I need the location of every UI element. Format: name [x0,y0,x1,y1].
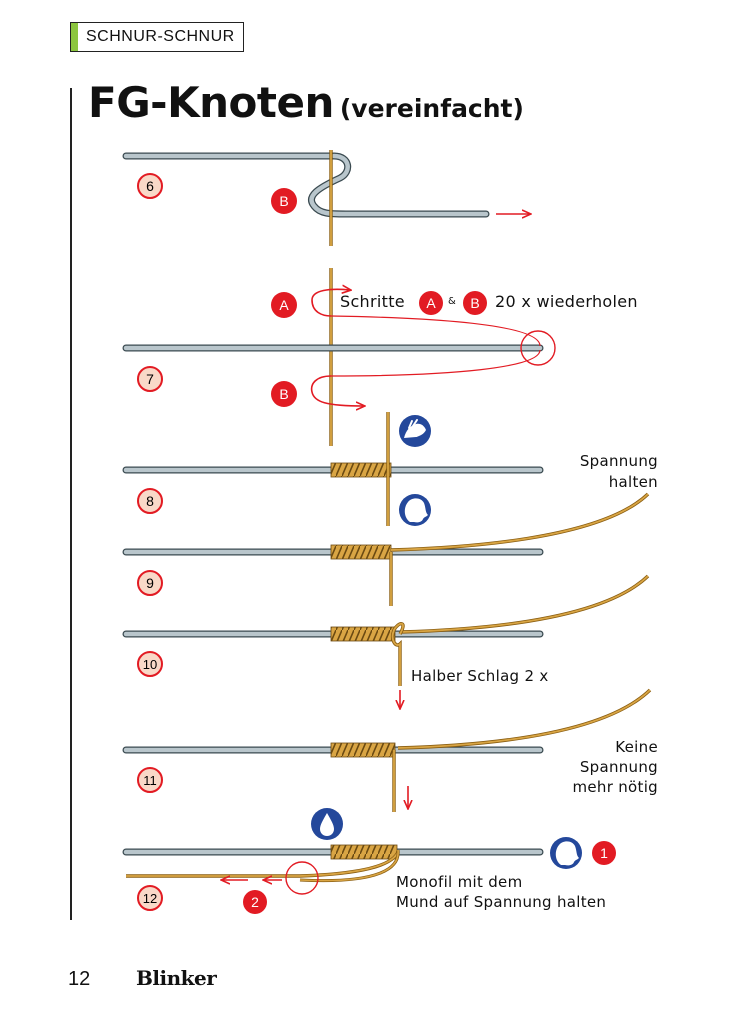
marker-b-inline: B [463,291,487,315]
title-sub: (vereinfacht) [339,94,524,123]
step11-note: Keine Spannung mehr nötig [520,738,658,796]
page-title: FG-Knoten(vereinfacht) [88,78,524,127]
step12-note: Monofil mit dem Mund auf Spannung halten [396,873,606,911]
step-badge-7: 7 [137,366,163,392]
marker-2: 2 [243,890,267,914]
letter-markers: B A B A B 1 2 [243,188,616,914]
step-8-drawing [122,412,544,526]
marker-a-inline: A [419,291,443,315]
marker-b-step6: B [271,188,297,214]
step-12-drawing [122,844,544,895]
svg-text:A: A [426,295,436,311]
step-badge-9: 9 [137,570,163,596]
step8-note: Spannung halten [540,452,658,491]
brand-logo: Blinker [136,966,217,990]
svg-text:B: B [470,295,479,311]
svg-text:6: 6 [146,178,154,194]
svg-text:10: 10 [143,657,157,672]
svg-text:12: 12 [143,891,157,906]
svg-text:A: A [279,297,289,313]
step7-suffix: 20 x wiederholen [495,292,638,311]
section-tag-label: SCHNUR-SCHNUR [86,28,235,45]
marker-1: 1 [592,841,616,865]
step-badge-8: 8 [137,488,163,514]
page-number: 12 [68,968,91,990]
svg-text:1: 1 [600,845,608,861]
step-badges: 6 7 8 9 10 11 12 [137,173,163,911]
step-6-drawing [122,150,530,246]
head-icon [399,494,431,526]
svg-text:B: B [279,193,288,209]
marker-b-step7: B [271,381,297,407]
svg-text:7: 7 [146,371,154,387]
step-badge-11: 11 [137,767,163,793]
step-9-drawing [122,492,650,606]
hand-icon [399,415,431,447]
svg-text:8: 8 [146,493,154,509]
svg-text:9: 9 [146,575,154,591]
step-11-drawing [122,688,652,812]
step8-line1: Spannung [579,452,658,470]
section-tag: SCHNUR-SCHNUR [70,22,244,52]
step-badge-12: 12 [137,885,163,911]
head-icon-step12 [550,837,582,869]
step-badge-6: 6 [137,173,163,199]
step12-line1: Monofil mit dem [396,873,523,891]
step-10-drawing [122,574,650,708]
title-main: FG-Knoten [88,78,334,127]
step-badge-10: 10 [137,651,163,677]
svg-text:B: B [279,386,288,402]
step-7-drawing [122,268,556,446]
step7-prefix: Schritte [340,292,405,311]
step11-line2: Spannung [579,758,658,776]
step11-line1: Keine [615,738,658,756]
section-tag-accent [71,23,78,51]
step7-amp: & [448,296,457,307]
step8-line2: halten [608,473,658,491]
marker-a-step7: A [271,292,297,318]
step10-note: Halber Schlag 2 x [411,667,549,685]
drop-icon [311,808,343,840]
step11-line3: mehr nötig [572,778,658,796]
left-rule [70,88,72,920]
step12-line2: Mund auf Spannung halten [396,893,607,911]
svg-text:11: 11 [143,773,157,788]
step7-instruction: Schritte [340,292,405,311]
svg-text:2: 2 [251,894,259,910]
